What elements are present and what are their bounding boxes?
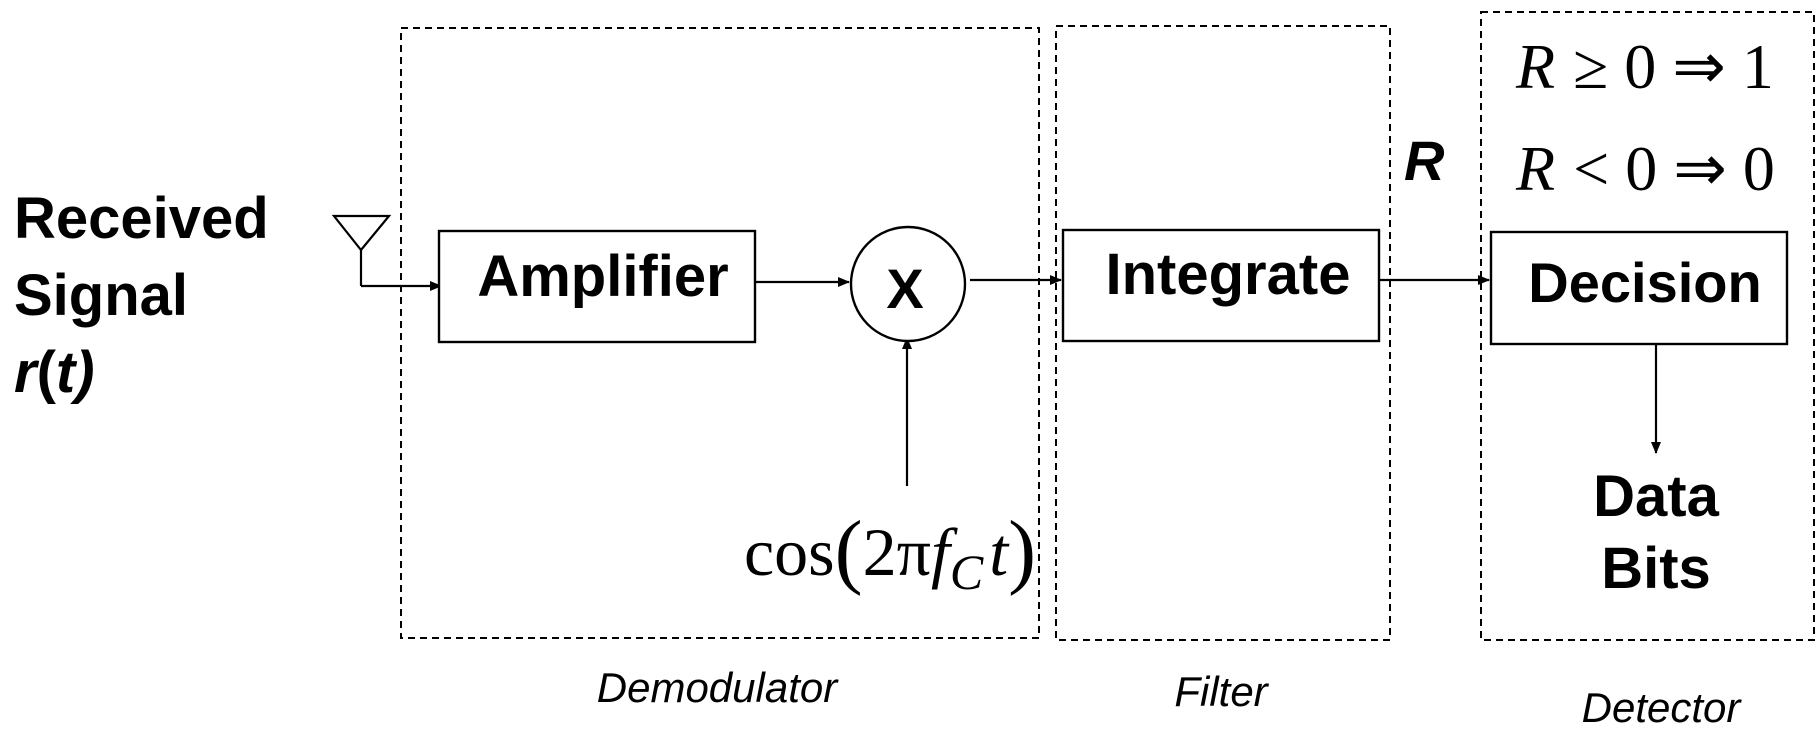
integrate-label: Integrate xyxy=(1106,242,1351,307)
mixer-label: X xyxy=(886,257,923,320)
signal-label: Signal xyxy=(14,263,188,328)
demodulator-caption: Demodulator xyxy=(597,664,839,711)
received-label: Received xyxy=(14,186,269,251)
integrate-block: Integrate xyxy=(1061,228,1381,343)
decision-rule-1: R≥ 0 ⇒ 1 xyxy=(1515,31,1774,102)
decision-block: Decision xyxy=(1489,230,1789,346)
detector-stage xyxy=(1480,11,1815,641)
filter-stage xyxy=(1055,25,1391,641)
mixer-block: X xyxy=(849,225,967,343)
filter-caption: Filter xyxy=(1174,668,1269,715)
data-label: Data xyxy=(1593,464,1719,529)
detector-caption: Detector xyxy=(1582,684,1743,729)
decision-label: Decision xyxy=(1528,251,1761,314)
rt-label: r(t) xyxy=(14,340,95,405)
amplifier-label: Amplifier xyxy=(477,244,728,309)
r-output-label: R xyxy=(1404,129,1445,192)
bits-label: Bits xyxy=(1601,536,1711,601)
carrier-expression: cos(2πfCt) xyxy=(744,504,1036,600)
amplifier-block: Amplifier xyxy=(437,229,757,344)
demodulator-stage xyxy=(400,27,1040,639)
antenna-icon xyxy=(331,214,392,286)
decision-rule-2: R< 0 ⇒ 0 xyxy=(1515,133,1775,204)
